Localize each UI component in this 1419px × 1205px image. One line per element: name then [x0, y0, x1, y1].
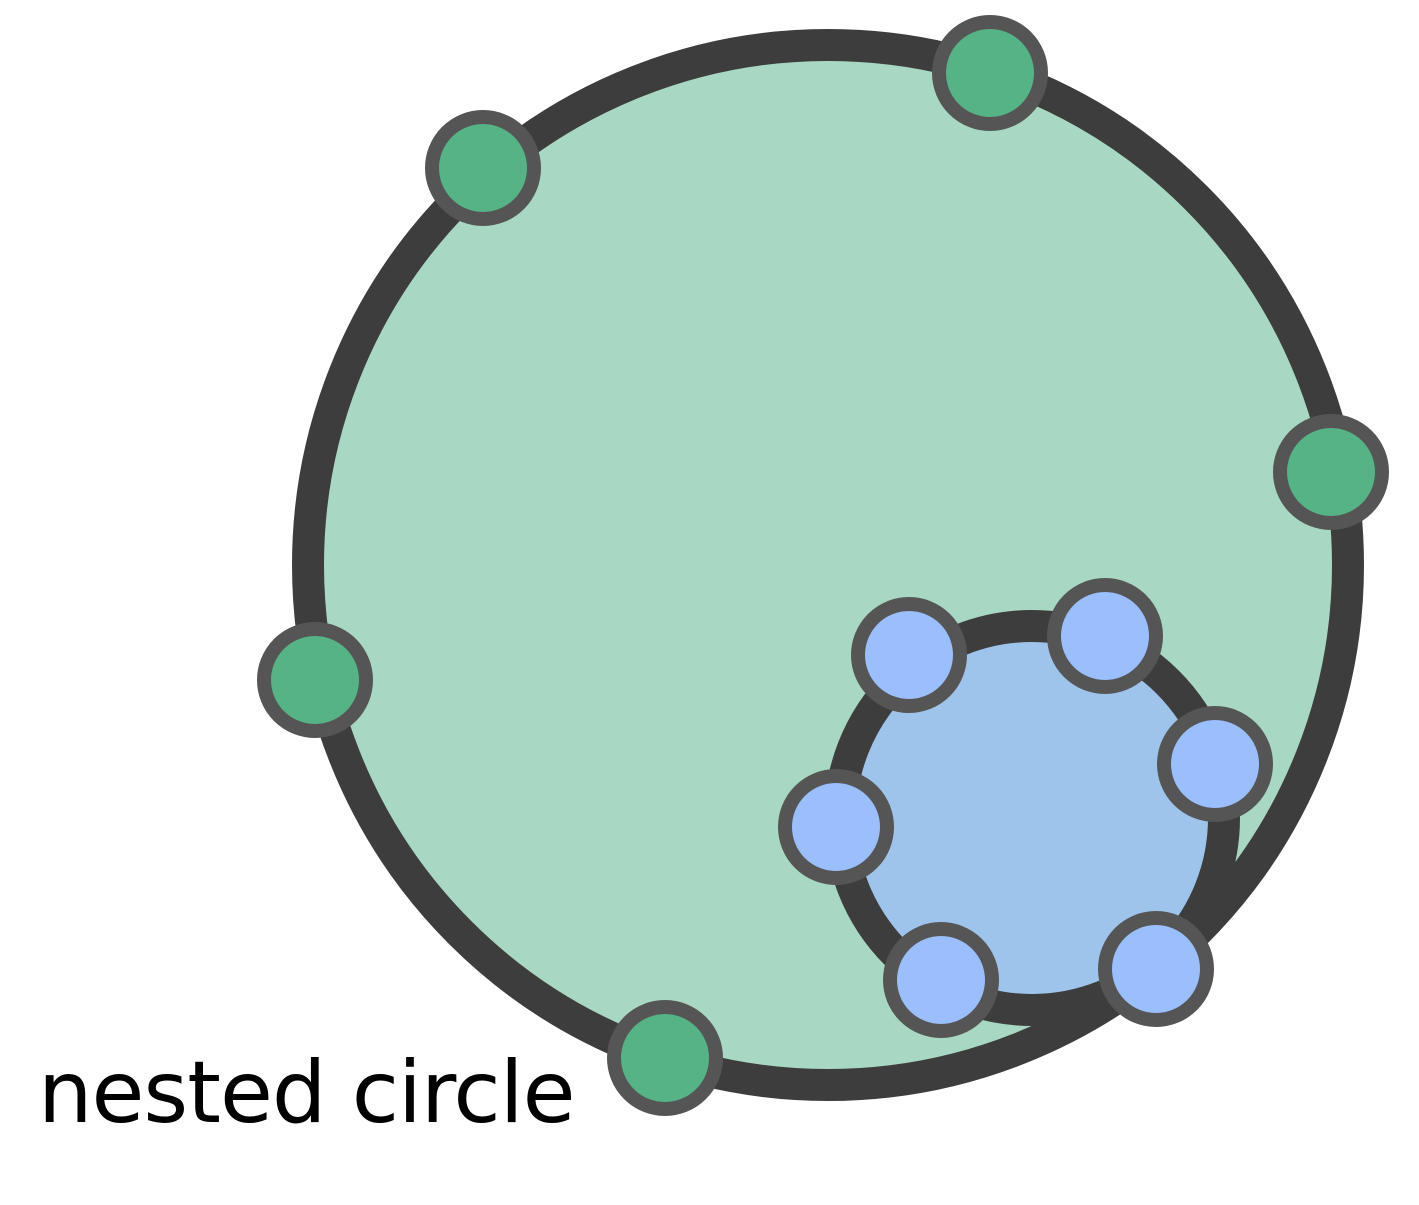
- inner-node[interactable]: [883, 922, 999, 1038]
- outer-node[interactable]: [932, 15, 1048, 131]
- outer-nodes: [257, 15, 1389, 1116]
- inner-node[interactable]: [1157, 706, 1273, 822]
- outer-node[interactable]: [607, 1000, 723, 1116]
- inner-node[interactable]: [778, 769, 894, 885]
- outer-node[interactable]: [425, 110, 541, 226]
- inner-nodes: [778, 578, 1273, 1038]
- inner-node[interactable]: [1098, 911, 1214, 1027]
- outer-node[interactable]: [1273, 414, 1389, 530]
- diagram-caption: nested circle: [38, 1043, 576, 1143]
- inner-node[interactable]: [851, 597, 967, 713]
- outer-node[interactable]: [257, 622, 373, 738]
- inner-node[interactable]: [1047, 578, 1163, 694]
